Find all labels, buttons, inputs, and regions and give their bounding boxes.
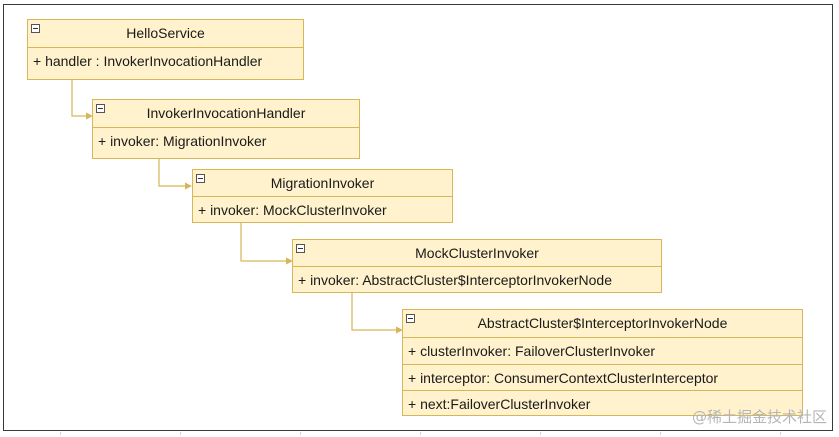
arrowhead <box>185 182 192 190</box>
link-mock-to-node <box>351 292 397 331</box>
link-migration-to-mock <box>240 221 287 262</box>
class-box-invokerinvocationhandler[interactable]: InvokerInvocationHandler + invoker: Migr… <box>92 99 360 159</box>
class-field: + invoker: MigrationInvoker <box>98 133 267 149</box>
watermark: @稀土掘金技术社区 <box>691 408 827 426</box>
class-name: MigrationInvoker <box>270 175 375 191</box>
collapse-icon[interactable] <box>96 104 105 113</box>
link-handler-to-migration <box>158 158 186 187</box>
collapse-icon[interactable] <box>406 314 415 323</box>
class-header: MockClusterInvoker <box>293 240 661 267</box>
class-box-migrationinvoker[interactable]: MigrationInvoker + invoker: MockClusterI… <box>192 169 453 223</box>
class-header: InvokerInvocationHandler <box>93 100 359 128</box>
class-field: + handler : InvokerInvocationHandler <box>33 53 263 69</box>
class-field: + next:FailoverClusterInvoker <box>403 390 802 416</box>
arrowhead <box>286 257 293 265</box>
class-field: + invoker: MockClusterInvoker <box>198 202 387 218</box>
class-header: HelloService <box>28 20 303 48</box>
class-name: AbstractCluster$InterceptorInvokerNode <box>477 315 728 331</box>
class-field: + clusterInvoker: FailoverClusterInvoker <box>408 343 656 359</box>
collapse-icon[interactable] <box>196 174 205 183</box>
class-name: InvokerInvocationHandler <box>146 105 306 121</box>
link-helloservice-to-handler <box>71 80 88 117</box>
collapse-icon[interactable] <box>31 24 40 33</box>
class-field: + interceptor: ConsumerContextClusterInt… <box>403 364 802 390</box>
class-header: AbstractCluster$InterceptorInvokerNode <box>403 310 802 338</box>
arrowhead <box>396 326 403 334</box>
class-box-helloservice[interactable]: HelloService + handler : InvokerInvocati… <box>27 19 304 80</box>
class-name: MockClusterInvoker <box>415 245 539 261</box>
class-name: HelloService <box>126 25 205 41</box>
class-box-interceptorinvokernode[interactable]: AbstractCluster$InterceptorInvokerNode +… <box>402 309 803 416</box>
collapse-icon[interactable] <box>296 244 305 253</box>
class-header: MigrationInvoker <box>193 170 452 197</box>
class-box-mockclusterinvoker[interactable]: MockClusterInvoker + invoker: AbstractCl… <box>292 239 662 293</box>
arrowhead <box>86 112 93 120</box>
class-field: + invoker: AbstractCluster$InterceptorIn… <box>298 272 612 288</box>
